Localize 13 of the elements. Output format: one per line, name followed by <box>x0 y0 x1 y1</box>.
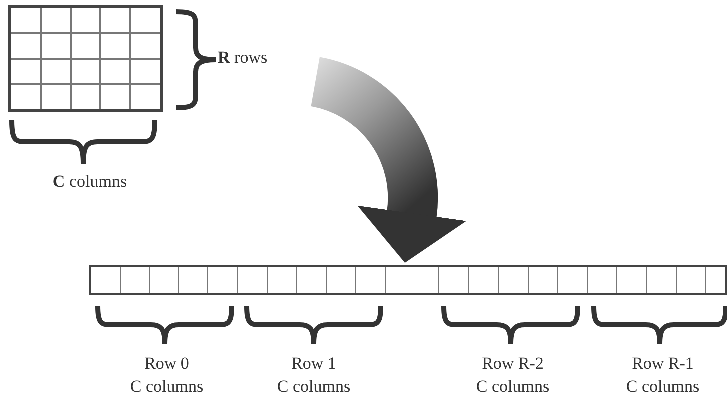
label: Row R-1 <box>632 354 694 374</box>
label: C columns <box>626 377 700 397</box>
label: Row 0 <box>144 354 190 374</box>
label: C columns <box>277 377 351 397</box>
label: C columns <box>52 172 128 192</box>
label: C columns <box>476 377 550 397</box>
memory-strip <box>89 265 727 295</box>
label: C columns <box>130 377 204 397</box>
label: Row 1 <box>292 354 336 374</box>
label: Row R-2 <box>482 354 544 374</box>
curved-arrow <box>310 58 467 264</box>
matrix-grid <box>8 5 163 112</box>
label: R rows <box>218 48 268 68</box>
